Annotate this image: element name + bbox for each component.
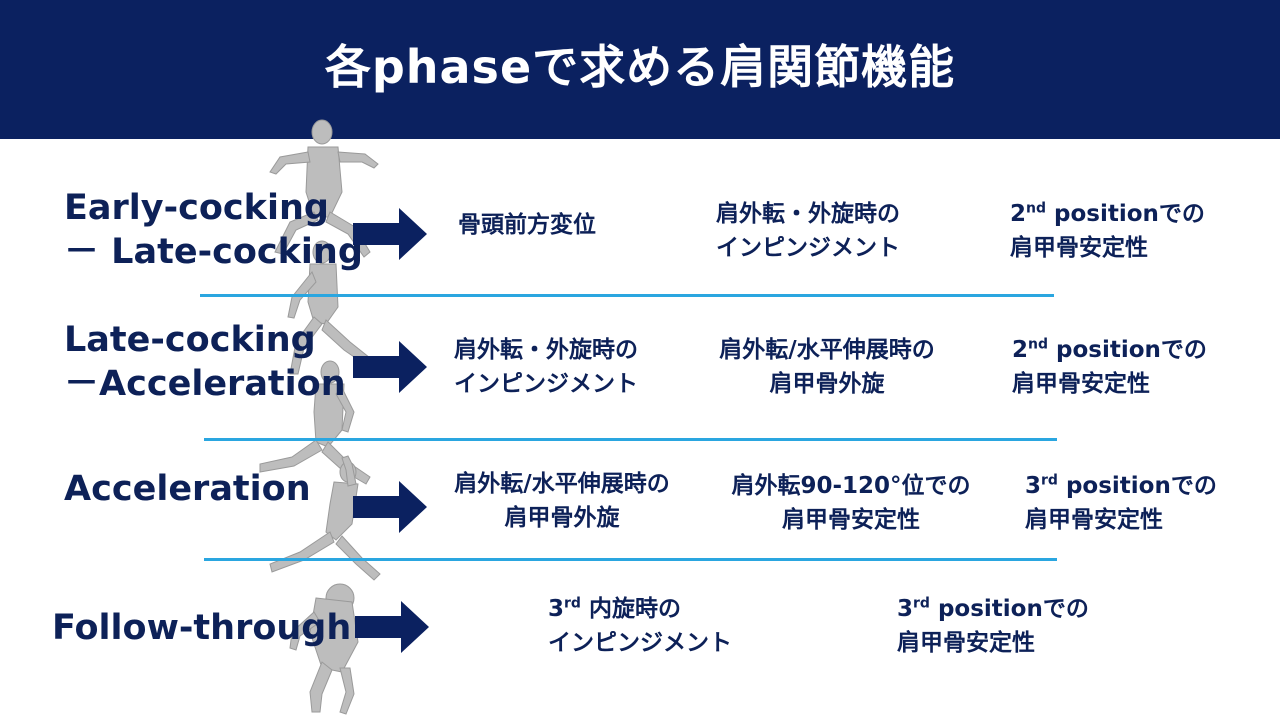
ordinal-suffix: rd xyxy=(564,595,581,612)
row-divider xyxy=(204,558,1057,561)
cell-line: 2nd positionでの xyxy=(1010,197,1205,231)
cell-line: インピンジメント xyxy=(454,371,638,397)
right-arrow-icon xyxy=(353,341,427,393)
right-arrow-icon xyxy=(353,208,427,260)
cell-line: 3rd positionでの xyxy=(897,592,1089,626)
cell-line: インピンジメント xyxy=(716,235,900,261)
cell-line: 肩甲骨安定性 xyxy=(782,507,920,533)
function-cell: 骨頭前方変位 xyxy=(458,208,596,242)
ordinal-suffix: nd xyxy=(1028,336,1049,353)
phase-line: － Late-cocking xyxy=(64,232,363,272)
phase-line: －Acceleration xyxy=(64,364,346,404)
ordinal-number: 2 xyxy=(1010,201,1027,227)
ordinal-suffix: nd xyxy=(1026,200,1047,217)
cell-line: 肩甲骨安定性 xyxy=(897,630,1035,656)
cell-line: 肩外転90-120°位での xyxy=(731,473,971,499)
ordinal-number: 2 xyxy=(1012,337,1029,363)
function-cell: 肩外転・外旋時の インピンジメント xyxy=(454,333,638,401)
cell-line: 骨頭前方変位 xyxy=(458,212,596,238)
cell-line: 肩甲骨安定性 xyxy=(1010,235,1148,261)
function-cell: 肩外転/水平伸展時の 肩甲骨外旋 xyxy=(430,467,694,535)
right-arrow-icon xyxy=(353,481,427,533)
ordinal-number: 3 xyxy=(897,596,914,622)
phase-label-early-cocking: Early-cocking － Late-cocking xyxy=(64,186,363,274)
row-divider xyxy=(200,294,1054,297)
cell-line: 肩外転/水平伸展時の xyxy=(454,471,670,497)
cell-text: positionでの xyxy=(1057,473,1217,499)
phase-label-follow-through: Follow-through xyxy=(52,606,351,650)
cell-line: 肩外転/水平伸展時の xyxy=(719,337,935,363)
cell-line: 肩甲骨外旋 xyxy=(769,371,885,397)
ordinal-suffix: rd xyxy=(913,595,930,612)
cell-line: 肩甲骨安定性 xyxy=(1025,507,1163,533)
cell-text: positionでの xyxy=(929,596,1089,622)
function-cell: 肩外転・外旋時の インピンジメント xyxy=(716,197,900,265)
function-cell: 2nd positionでの 肩甲骨安定性 xyxy=(1010,197,1205,265)
ordinal-number: 3 xyxy=(548,596,565,622)
row-divider xyxy=(204,438,1057,441)
cell-line: 2nd positionでの xyxy=(1012,333,1207,367)
cell-text: 内旋時の xyxy=(580,596,681,622)
phase-line: Late-cocking xyxy=(64,320,316,360)
phase-line: Acceleration xyxy=(64,469,311,509)
cell-text: positionでの xyxy=(1048,337,1207,363)
function-cell: 肩外転90-120°位での 肩甲骨安定性 xyxy=(710,469,992,537)
phase-label-acceleration: Acceleration xyxy=(64,467,311,511)
page-title: 各phaseで求める肩関節機能 xyxy=(324,39,956,94)
cell-text: positionでの xyxy=(1046,201,1205,227)
cell-line: インピンジメント xyxy=(548,630,732,656)
phase-line: Early-cocking xyxy=(64,188,329,228)
function-cell: 3rd positionでの 肩甲骨安定性 xyxy=(1025,469,1217,537)
cell-line: 3rd 内旋時の xyxy=(548,592,732,626)
function-cell: 肩外転/水平伸展時の 肩甲骨外旋 xyxy=(697,333,957,401)
cell-line: 肩外転・外旋時の xyxy=(716,201,900,227)
phase-label-late-cocking: Late-cocking －Acceleration xyxy=(64,318,346,406)
title-banner: 各phaseで求める肩関節機能 xyxy=(0,0,1280,139)
ordinal-suffix: rd xyxy=(1041,472,1058,489)
right-arrow-icon xyxy=(355,601,429,653)
function-cell: 2nd positionでの 肩甲骨安定性 xyxy=(1012,333,1207,401)
cell-line: 肩甲骨安定性 xyxy=(1012,371,1150,397)
function-cell: 3rd positionでの 肩甲骨安定性 xyxy=(897,592,1089,660)
cell-line: 3rd positionでの xyxy=(1025,469,1217,503)
ordinal-number: 3 xyxy=(1025,473,1042,499)
cell-line: 肩外転・外旋時の xyxy=(454,337,638,363)
function-cell: 3rd 内旋時の インピンジメント xyxy=(548,592,732,660)
cell-line: 肩甲骨外旋 xyxy=(504,505,620,531)
phase-line: Follow-through xyxy=(52,608,352,648)
